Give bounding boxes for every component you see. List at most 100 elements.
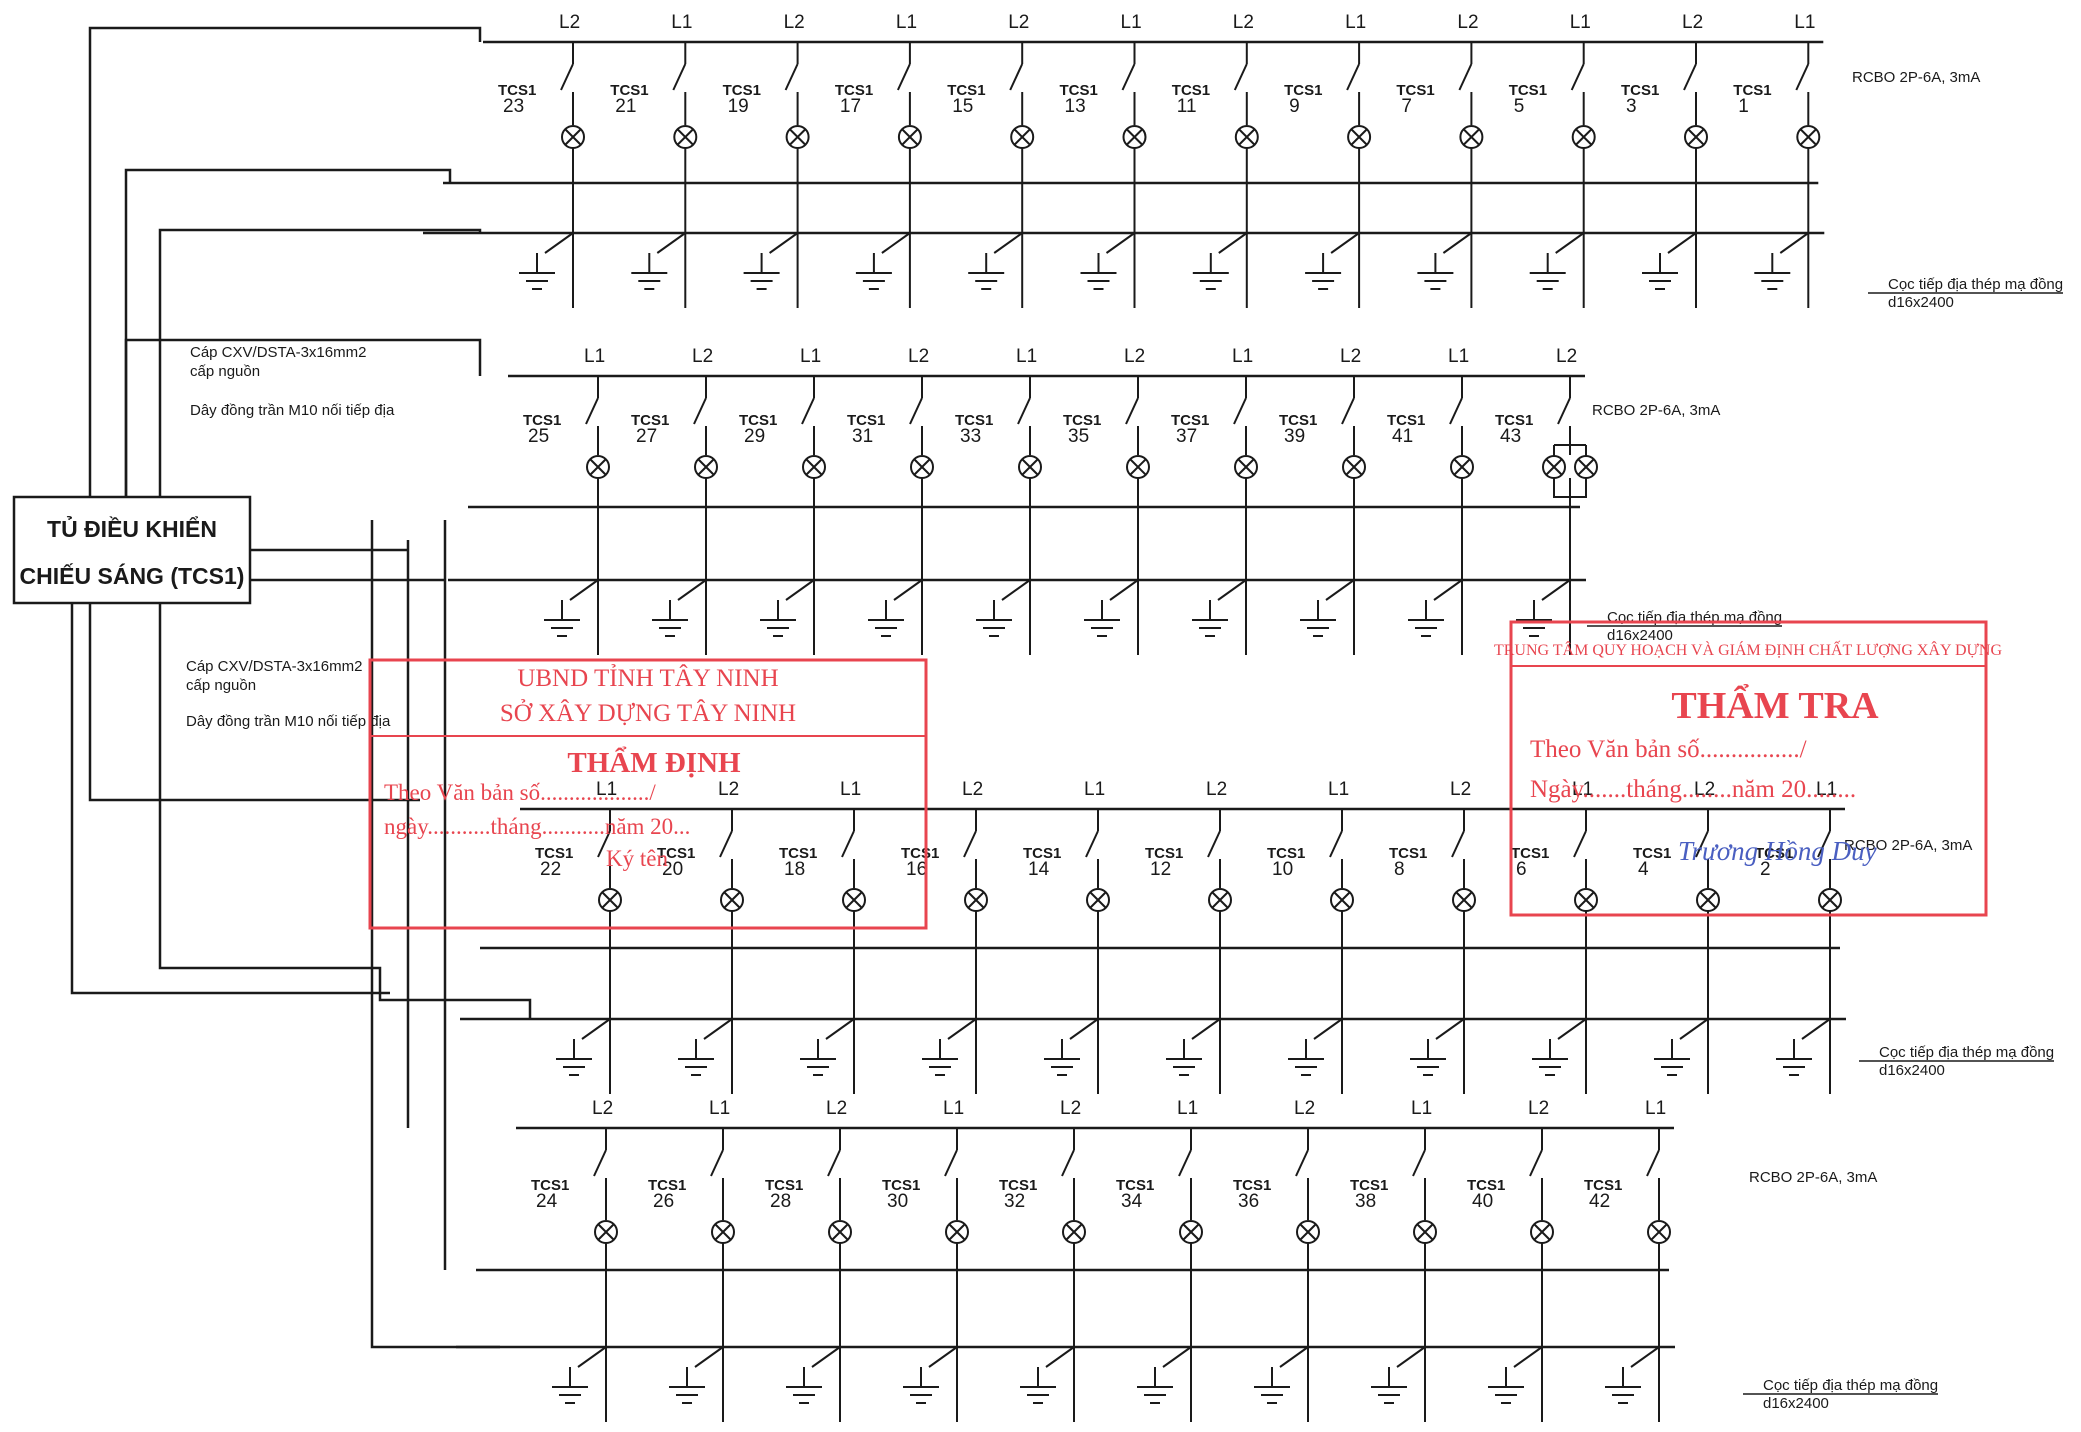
lamp-number-label: 19 [728, 96, 749, 117]
lamp-cross [714, 1223, 732, 1241]
feed-notes-upper: Cáp CXV/DSTA-3x16mm2 cấp nguồn Dây đồng … [190, 344, 395, 419]
switch-contact [1451, 830, 1465, 858]
panel-title-line1: TỦ ĐIỀU KHIỂN [47, 514, 217, 542]
lamp-number-label: 43 [1500, 426, 1521, 447]
earth-tap [1442, 232, 1472, 254]
stamp-left-title: THẨM ĐỊNH [567, 746, 741, 779]
feed-notes-lower: Cáp CXV/DSTA-3x16mm2 cấp nguồn Dây đồng … [186, 658, 391, 730]
earth-tap [1541, 579, 1571, 601]
lamp-prefix-label: TCS1 [1387, 412, 1425, 429]
phase-label: L1 [1232, 346, 1253, 367]
earth-tap [993, 232, 1023, 254]
lamp-number-label: 26 [653, 1191, 674, 1212]
lamp-cross [589, 458, 607, 476]
lamp-cross [1463, 128, 1480, 146]
lamp-prefix-label: TCS1 [835, 82, 873, 99]
earth-tap [1001, 579, 1031, 601]
lamp-cross [845, 891, 863, 909]
switch-contact [1085, 830, 1099, 858]
lamp-cross [1650, 1223, 1668, 1241]
lamp-number-label: 33 [960, 426, 981, 447]
lamp-prefix-label: TCS1 [1755, 845, 1793, 862]
earth-rod-size: d16x2400 [1888, 294, 1954, 311]
lamp-cross [1021, 458, 1039, 476]
switch-contact [827, 1149, 841, 1177]
phase-label: L2 [692, 346, 713, 367]
feeder-line [124, 338, 482, 603]
lamp-prefix-label: TCS1 [1172, 82, 1210, 99]
earth-tap [1313, 1018, 1343, 1040]
lamp-number-label: 31 [852, 426, 873, 447]
phase-label: L2 [1457, 12, 1478, 33]
phase-label: L1 [1345, 12, 1366, 33]
earth-tap [1105, 232, 1136, 254]
lamp-number-label: 23 [503, 96, 524, 117]
rcbo-label: RCBO 2P-6A, 3mA [1592, 402, 1720, 419]
lamp-prefix-label: TCS1 [1116, 1177, 1154, 1194]
earth-tap [577, 1346, 607, 1368]
lamp-prefix-label: TCS1 [947, 82, 985, 99]
lamp-cross [1129, 458, 1147, 476]
lamp-prefix-label: TCS1 [779, 845, 817, 862]
feeder-line [88, 26, 482, 497]
lamp-row-3: L1TCS122L2TCS120L1TCS118L2TCS116L1TCS114… [460, 779, 2054, 1094]
cable-note-upper: Cáp CXV/DSTA-3x16mm2 [190, 344, 366, 361]
lamp-cross [1126, 128, 1143, 146]
phase-label: L2 [826, 1098, 847, 1119]
lamp-prefix-label: TCS1 [1171, 412, 1209, 429]
lamp-cross [1577, 891, 1595, 909]
lamp-row-4: L2TCS124L1TCS126L2TCS128L1TCS130L2TCS132… [456, 1098, 1938, 1422]
switch-contact [1017, 397, 1031, 425]
lamp-cross [1089, 891, 1107, 909]
lamp-prefix-label: TCS1 [1279, 412, 1317, 429]
switch-contact [1695, 830, 1709, 858]
phase-label: L1 [671, 12, 692, 33]
lamp-prefix-label: TCS1 [1350, 1177, 1388, 1194]
double-lamp-bracket [1553, 444, 1587, 498]
earth-tap [1667, 232, 1697, 254]
switch-contact [593, 1149, 607, 1177]
switch-contact [1121, 63, 1136, 91]
lamp-cross [1533, 1223, 1551, 1241]
stamp-left-date-line: ngày...........tháng...........năm 20... [384, 814, 690, 839]
lamp-prefix-label: TCS1 [1495, 412, 1533, 429]
lamp-prefix-label: TCS1 [1389, 845, 1427, 862]
stamp-left-doc-line: Theo Văn bản số.................../ [384, 780, 656, 805]
lamp-cross [1800, 128, 1817, 146]
earth-wire-note-lower: Dây đồng trần M10 nối tiếp địa [186, 713, 391, 730]
lamp-cross [948, 1223, 966, 1241]
switch-contact [672, 63, 687, 91]
lamp-cross [597, 1223, 615, 1241]
phase-label: L1 [1084, 779, 1105, 800]
cable-source-upper: cấp nguồn [190, 363, 260, 380]
lamp-number-label: 2 [1760, 859, 1771, 880]
earth-tap [1630, 1346, 1660, 1368]
switch-contact [1125, 397, 1139, 425]
stamp-left-line2: SỞ XÂY DỰNG TÂY NINH [500, 699, 796, 727]
lamp-cross [601, 891, 619, 909]
earth-rod-label: Cọc tiếp địa thép mạ đồng [1888, 276, 2063, 293]
switch-contact [597, 830, 611, 858]
earth-tap [656, 232, 686, 254]
lamp-cross [1575, 128, 1592, 146]
phase-label: L1 [1411, 1098, 1432, 1119]
lamp-prefix-label: TCS1 [1511, 845, 1549, 862]
lamp-number-label: 27 [636, 426, 657, 447]
lamp-cross [1238, 128, 1256, 146]
lamp-prefix-label: TCS1 [765, 1177, 803, 1194]
lamp-prefix-label: TCS1 [955, 412, 993, 429]
lamp-prefix-label: TCS1 [847, 412, 885, 429]
earth-tap [947, 1018, 977, 1040]
feeder-line [158, 228, 482, 497]
earth-tap [581, 1018, 611, 1040]
earth-tap [893, 579, 923, 601]
earth-tap [1513, 1346, 1543, 1368]
switch-contact [1061, 1149, 1075, 1177]
phase-label: L1 [1572, 779, 1593, 800]
lamp-cross [805, 458, 823, 476]
earth-rod-size: d16x2400 [1879, 1062, 1945, 1079]
phase-label: L2 [718, 779, 739, 800]
feeder-line [370, 520, 500, 1349]
stamp-left-line1: UBND TỈNH TÂY NINH [517, 664, 778, 692]
